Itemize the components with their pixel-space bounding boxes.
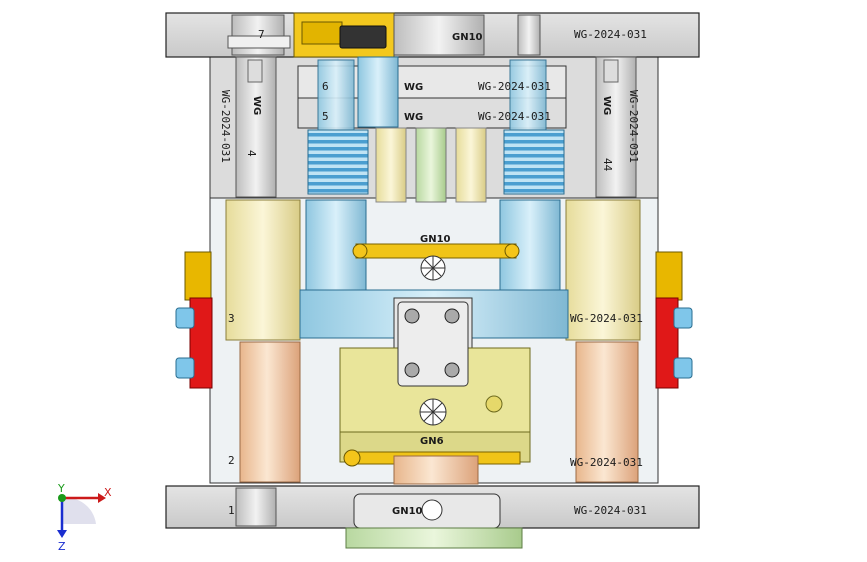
top-center-stamp: GN10 — [452, 32, 483, 43]
inner-mark-a: WG — [404, 82, 423, 93]
support-columns-upper — [235, 56, 637, 198]
mid-left-num: 3 — [228, 312, 235, 325]
lower-center-stamp: GN6 — [420, 436, 444, 447]
right-column-num: 44 — [601, 158, 614, 172]
x-axis-label: X — [104, 486, 112, 499]
y-axis-dot — [58, 494, 66, 502]
bottom-left-num: 1 — [228, 504, 235, 517]
top-right-plate-label: WG-2024-031 — [574, 28, 647, 41]
left-mark: WG — [251, 96, 262, 115]
inner-num-b: 5 — [322, 110, 329, 123]
bottom-clamp-plate — [165, 485, 700, 549]
side-clamps — [175, 251, 693, 389]
lower-right-label: WG-2024-031 — [570, 456, 643, 469]
inner-mark-b: WG — [404, 112, 423, 123]
z-axis-label: Z — [58, 540, 66, 553]
drawing-labels: 7 WG-2024-031 GN10 WG-2024-031 WG-2024-0… — [219, 28, 647, 517]
inner-upper-block — [297, 56, 567, 203]
lower-runner — [343, 449, 521, 485]
mid-right-label: WG-2024-031 — [570, 312, 643, 325]
y-axis-label: Y — [57, 482, 65, 495]
inner-num-a: 6 — [322, 80, 329, 93]
bottom-right-label: WG-2024-031 — [574, 504, 647, 517]
left-column-label: WG-2024-031 — [219, 90, 232, 163]
bottom-center-stamp: GN10 — [392, 506, 423, 517]
top-clamp-plate — [165, 12, 700, 58]
right-column-label: WG-2024-031 — [627, 90, 640, 163]
axis-triad: X Y Z — [57, 482, 112, 553]
top-left-plate-label: 7 — [258, 28, 265, 41]
inner-top-label-a: WG-2024-031 — [478, 80, 551, 93]
left-column-num: 4 — [245, 150, 258, 157]
manifold-stamp: GN10 — [420, 234, 451, 245]
right-mark: WG — [601, 96, 612, 115]
inner-top-label-b: WG-2024-031 — [478, 110, 551, 123]
lower-left-num: 2 — [228, 454, 235, 467]
